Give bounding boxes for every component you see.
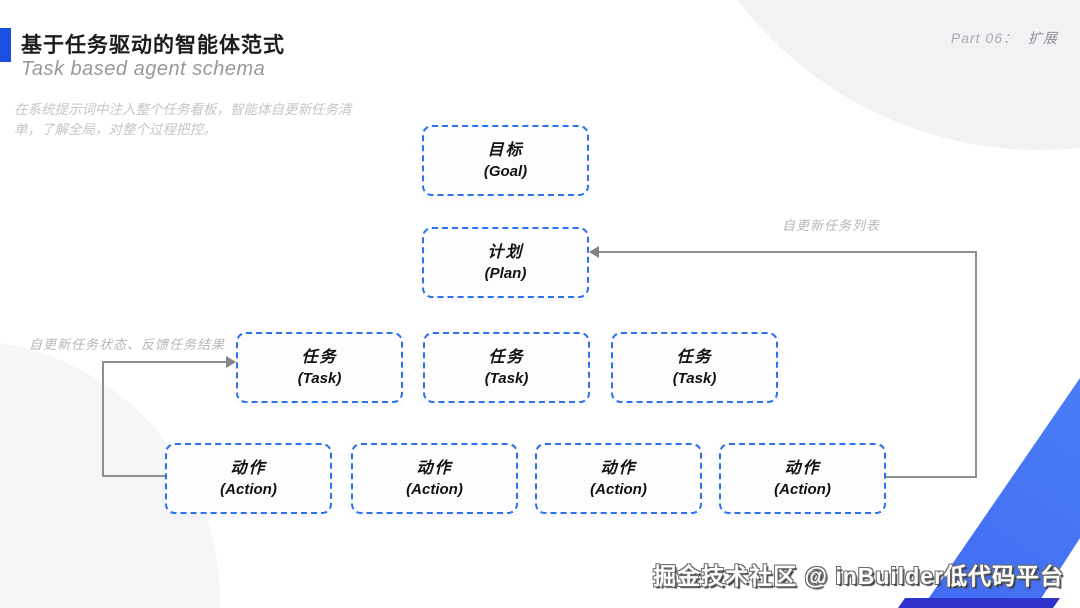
node-label-en: (Action)	[220, 480, 277, 498]
slide-description: 在系统提示词中注入整个任务看板，智能体自更新任务清单，了解全局，对整个过程把控。	[14, 102, 352, 137]
node-label-zh: 任务	[488, 348, 525, 366]
node-label-en: (Task)	[484, 369, 529, 387]
node-label-zh: 动作	[230, 459, 267, 477]
decor-circle-top-right	[660, 0, 1080, 150]
connector-left-vertical	[102, 362, 104, 477]
title-accent-bar	[0, 28, 11, 62]
node-label-en: (Task)	[297, 369, 342, 387]
connector-action4-right-horizontal	[886, 476, 977, 478]
arrowhead-into-task1-icon	[226, 356, 236, 368]
node-label-zh: 动作	[416, 459, 453, 477]
node-label-zh: 任务	[676, 348, 713, 366]
node-action-2: 动作 (Action)	[351, 443, 518, 514]
part-indicator: Part 06： 扩展	[951, 28, 1058, 48]
page-subtitle: Task based agent schema	[21, 58, 266, 80]
node-task-1: 任务 (Task)	[236, 332, 403, 403]
node-action-1: 动作 (Action)	[165, 443, 332, 514]
part-label: Part 06：	[950, 30, 1018, 46]
page-title: 基于任务驱动的智能体范式	[21, 34, 285, 57]
watermark-text: 掘金技术社区 @ inBuilder低代码平台	[653, 563, 1064, 589]
part-value: 扩展	[1028, 30, 1058, 46]
node-label-zh: 计划	[487, 243, 524, 261]
node-label-zh: 目标	[487, 141, 524, 159]
node-action-4: 动作 (Action)	[719, 443, 886, 514]
node-task-2: 任务 (Task)	[423, 332, 590, 403]
node-label-en: (Action)	[590, 480, 647, 498]
connector-task1-left-horizontal	[102, 361, 227, 363]
node-label-zh: 动作	[600, 459, 637, 477]
node-label-en: (Plan)	[484, 264, 527, 282]
node-label-en: (Action)	[774, 480, 831, 498]
connector-action1-left-horizontal	[102, 475, 165, 477]
arrowhead-into-plan-icon	[589, 246, 599, 258]
node-label-en: (Goal)	[483, 162, 528, 180]
annotation-left-loop: 自更新任务状态、反馈任务结果	[29, 337, 226, 352]
node-goal: 目标 (Goal)	[422, 125, 589, 196]
node-task-3: 任务 (Task)	[611, 332, 778, 403]
node-label-en: (Task)	[672, 369, 717, 387]
annotation-right-loop: 自更新任务列表	[782, 218, 881, 233]
connector-right-vertical	[975, 251, 977, 478]
node-label-zh: 动作	[784, 459, 821, 477]
node-plan: 计划 (Plan)	[422, 227, 589, 298]
node-label-zh: 任务	[301, 348, 338, 366]
node-action-3: 动作 (Action)	[535, 443, 702, 514]
node-label-en: (Action)	[406, 480, 463, 498]
connector-plan-right-horizontal	[598, 251, 977, 253]
